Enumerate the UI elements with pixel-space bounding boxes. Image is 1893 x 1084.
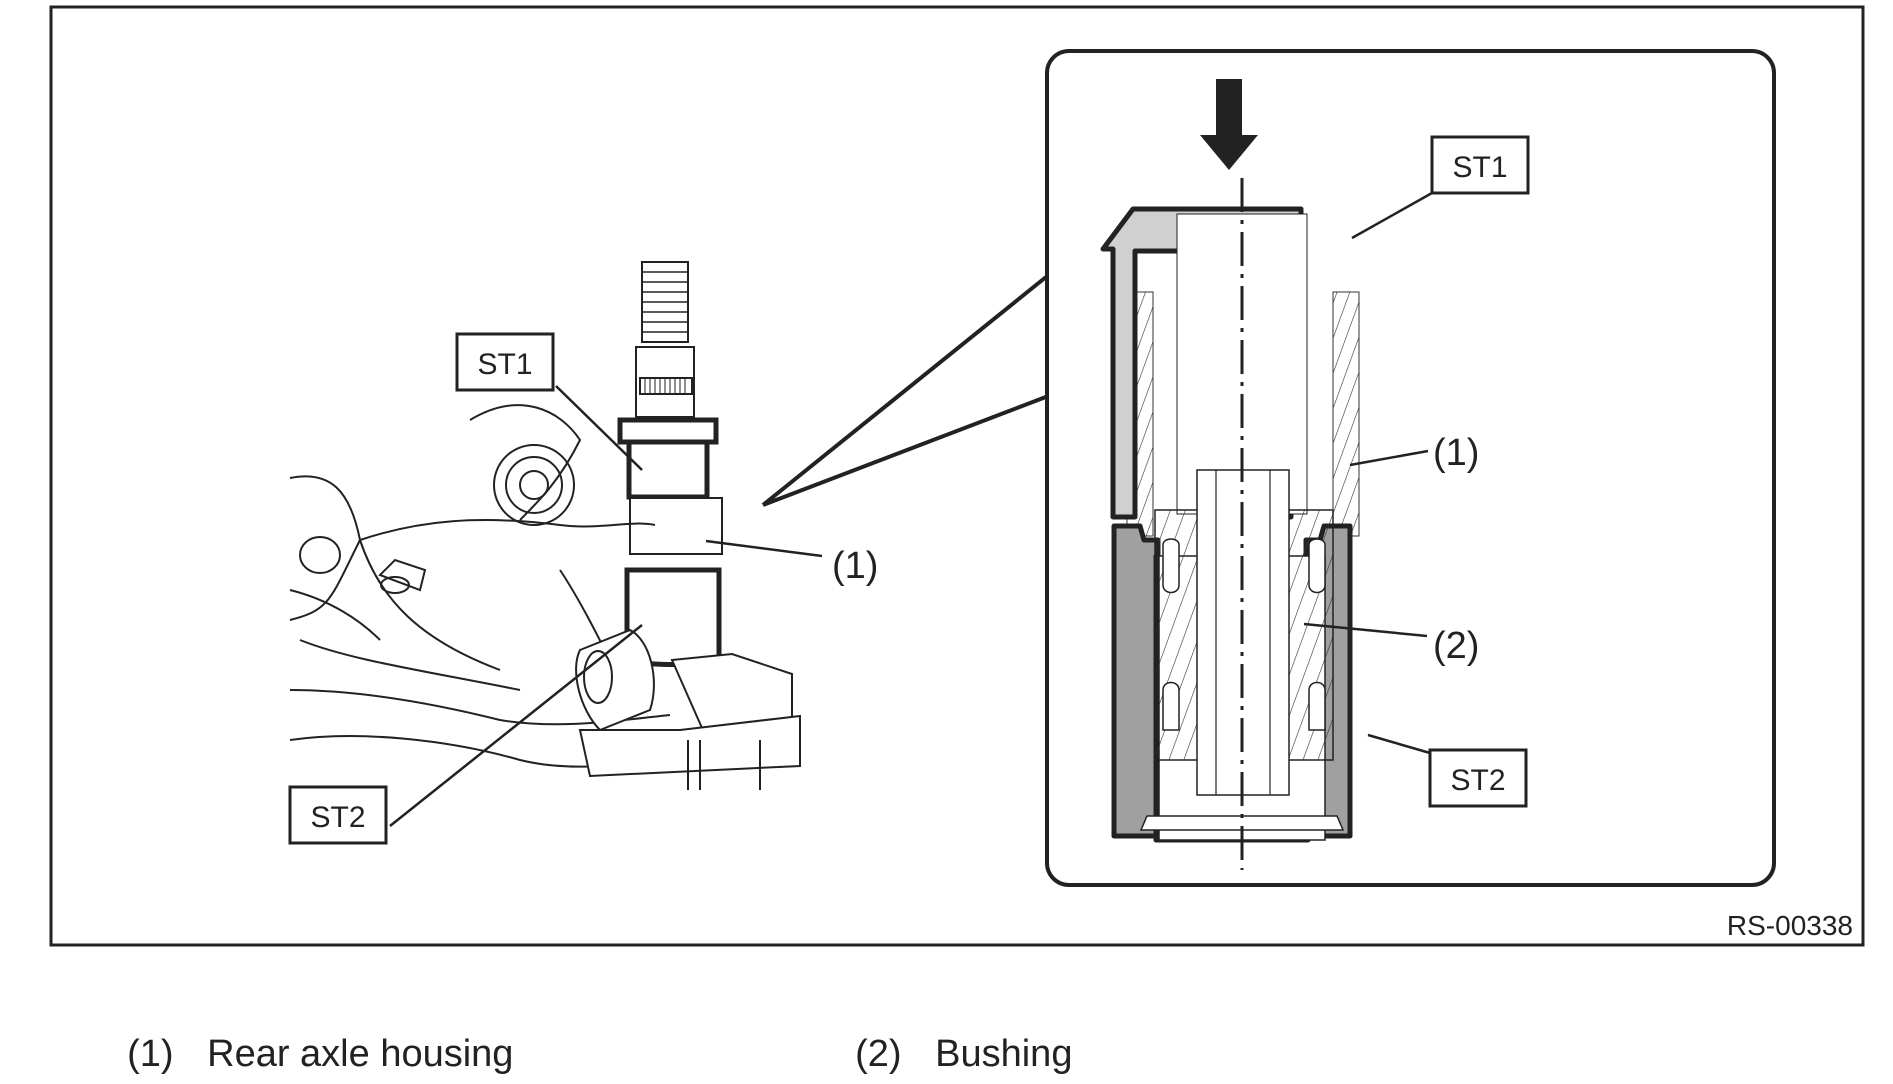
- svg-text:ST2: ST2: [1450, 764, 1505, 797]
- label-part1-detail: (1): [1433, 432, 1479, 474]
- overview-illustration: ST1 ST2 (1): [288, 261, 1053, 845]
- figure-frame: [49, 5, 1865, 947]
- st2-bottom-chamfer: [1139, 815, 1345, 831]
- svg-text:ST2: ST2: [310, 801, 365, 834]
- bushing-eye-overview: [575, 628, 655, 732]
- label-st1-overview: ST1: [455, 332, 555, 392]
- svg-text:ST1: ST1: [477, 348, 532, 381]
- label-part1-overview: (1): [832, 545, 878, 587]
- press-screw: [635, 261, 695, 418]
- press-arrow-icon: [1200, 79, 1258, 170]
- leader-part1-detail: [1349, 449, 1429, 467]
- leader-st1-detail: [1351, 191, 1433, 240]
- bushing-section: [1154, 469, 1334, 796]
- st1-tool-overview: [617, 417, 719, 500]
- detail-callout-wedge: [761, 271, 1053, 507]
- legend-number: (2): [855, 1033, 902, 1075]
- figure-code: RS-00338: [1727, 910, 1853, 941]
- legend-item: (1) Rear axle housing: [106, 990, 513, 1076]
- leader-st1-overview: [555, 385, 643, 471]
- leader-st2-detail: [1367, 733, 1431, 755]
- label-st1-detail: ST1: [1430, 135, 1530, 195]
- svg-text:ST1: ST1: [1452, 151, 1507, 184]
- label-part2-detail: (2): [1433, 625, 1479, 667]
- label-st2-detail: ST2: [1428, 748, 1528, 808]
- label-st2-overview: ST2: [288, 785, 388, 845]
- leader-part2-detail: [1303, 622, 1428, 638]
- legend-label: Bushing: [935, 1033, 1073, 1075]
- leader-st2-overview: [389, 624, 643, 827]
- legend-label: Rear axle housing: [207, 1033, 514, 1075]
- leader-part1-overview: [705, 539, 823, 558]
- legend-number: (1): [127, 1033, 174, 1075]
- detail-view: ST1 ST2 (1) (2): [1045, 49, 1776, 887]
- axle-housing-section-right: [1332, 291, 1360, 537]
- axle-housing-overview: [289, 404, 723, 768]
- press-base: [578, 652, 801, 790]
- legend-item: (2) Bushing: [834, 990, 1072, 1076]
